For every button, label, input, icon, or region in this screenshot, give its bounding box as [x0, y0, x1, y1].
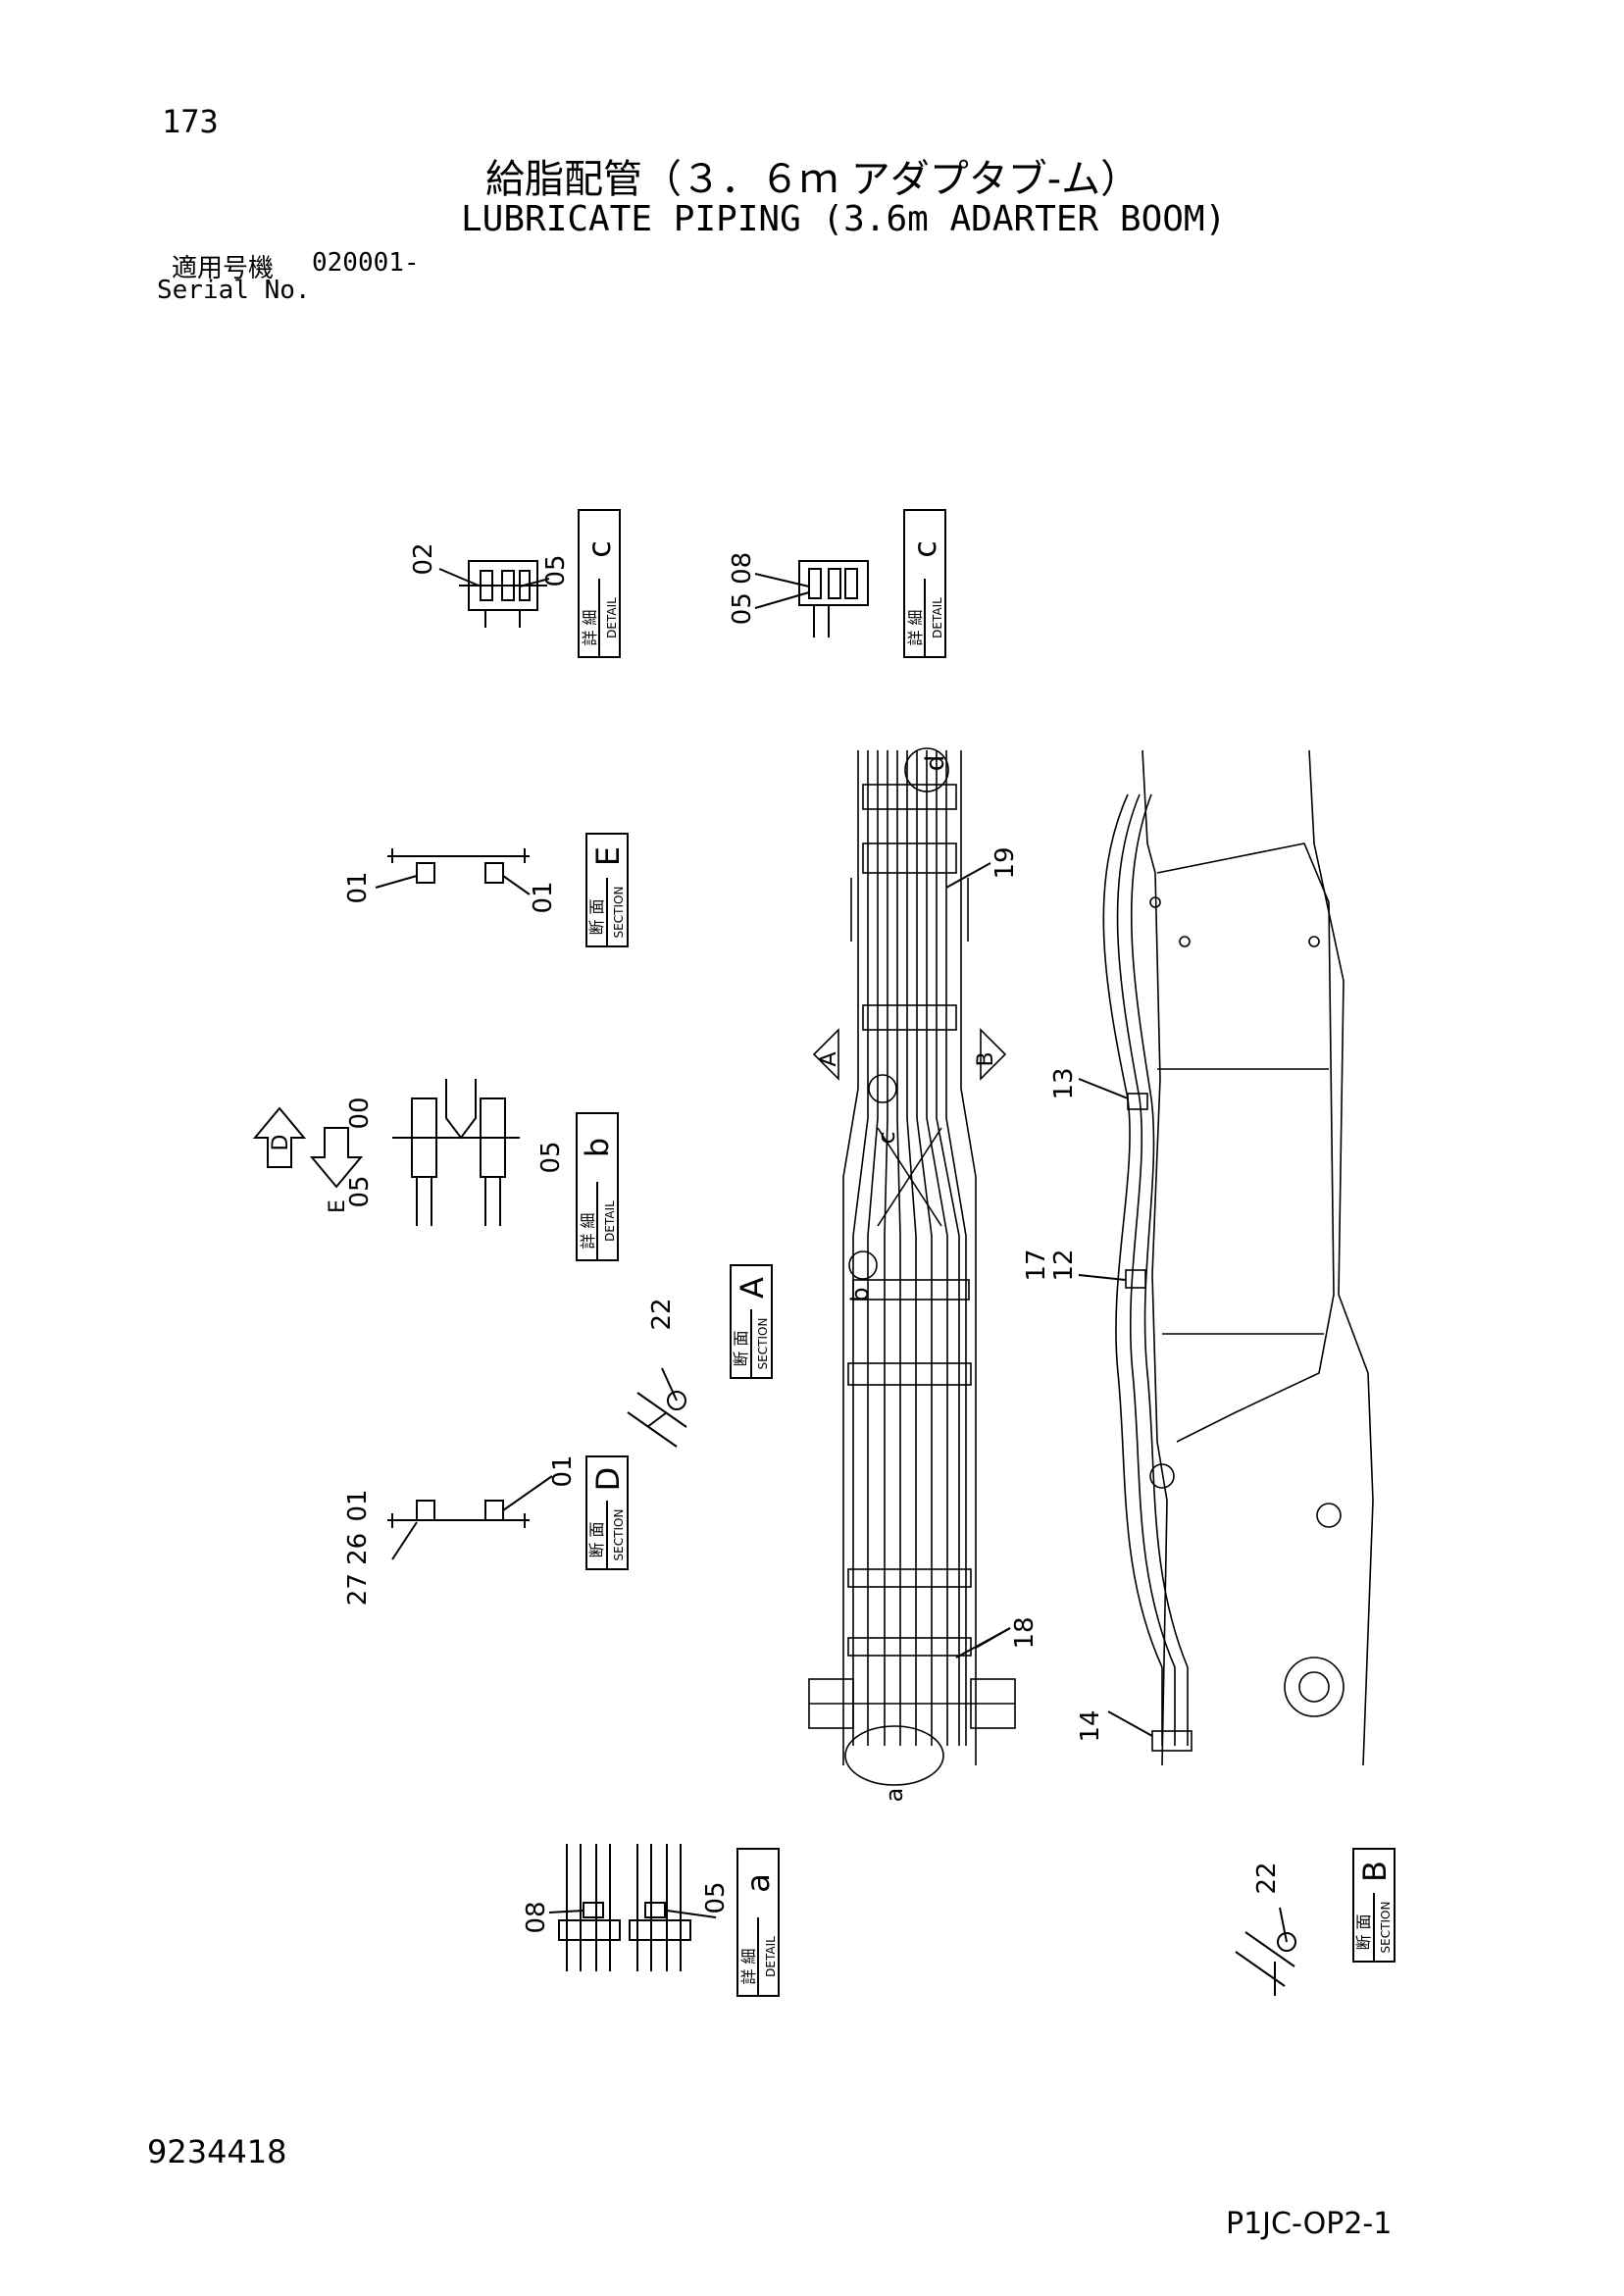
label-en-section-e: SECTION	[612, 887, 626, 939]
detail-callout-b: b	[846, 1287, 874, 1301]
serial-number-value: 020001-	[312, 248, 420, 278]
label-letter-detail-c-left: c	[581, 540, 618, 558]
part-callout-18: 18	[1010, 1616, 1040, 1649]
view-arrow-d-label: D	[269, 1135, 293, 1151]
part-callout-17: 17	[1022, 1249, 1051, 1281]
label-en-section-a: SECTION	[756, 1318, 770, 1370]
part-callout: 22	[1252, 1862, 1282, 1894]
label-jp-detail-c-right: 詳 細	[906, 609, 925, 645]
part-callout: 01	[343, 871, 373, 903]
view-arrow-e	[309, 1127, 364, 1189]
serial-label-japanese: 適用号機	[172, 254, 275, 283]
part-callout: 02	[409, 542, 438, 575]
part-callout: 01	[529, 881, 558, 913]
label-jp-section-b: 断 面	[1354, 1913, 1373, 1950]
part-callout: 08	[522, 1901, 551, 1933]
section-a-drawing	[627, 1367, 687, 1448]
view-arrow-d	[252, 1106, 307, 1168]
label-jp-detail-a: 詳 細	[739, 1948, 758, 1984]
part-callout: 01	[343, 1489, 373, 1521]
label-jp-detail-c-left: 詳 細	[581, 609, 599, 645]
label-en-detail-b: DETAIL	[603, 1200, 617, 1242]
label-box-section-a	[730, 1264, 773, 1379]
label-jp-section-a: 断 面	[732, 1330, 750, 1366]
part-callout: 05 08	[728, 552, 757, 625]
section-d-drawing	[387, 1475, 553, 1560]
document-number: 9234418	[147, 2133, 287, 2170]
page-code: P1JC-OP2-1	[1226, 2207, 1393, 2241]
part-callout-19: 19	[990, 846, 1020, 879]
label-en-section-d: SECTION	[612, 1509, 626, 1561]
label-jp-section-d: 断 面	[587, 1521, 606, 1557]
detail-callout-d: d	[921, 755, 950, 772]
part-callout: 05	[541, 554, 571, 587]
label-en-section-b: SECTION	[1379, 1902, 1393, 1954]
detail-a-drawing	[548, 1844, 717, 1971]
title-japanese: 給脂配管（３．６ｍ アダプタブ-ム）	[485, 157, 1141, 202]
label-box-detail-a	[736, 1848, 780, 1997]
label-jp-section-e: 断 面	[587, 898, 606, 935]
serial-label-english: Serial No.	[157, 276, 311, 305]
detail-c-right-drawing	[754, 560, 869, 638]
label-letter-section-d: D	[589, 1467, 627, 1492]
label-box-detail-b	[576, 1112, 619, 1261]
label-box-detail-c-left	[578, 509, 621, 658]
part-callout: 05	[536, 1141, 566, 1173]
part-callout: 05	[701, 1881, 731, 1913]
part-callout-12: 12	[1049, 1249, 1079, 1281]
boom-side-view	[1102, 749, 1374, 1766]
label-en-detail-a: DETAIL	[764, 1936, 778, 1977]
part-callout: 05	[345, 1175, 375, 1207]
detail-b-drawing	[392, 1079, 520, 1226]
section-b-drawing	[1235, 1907, 1296, 1996]
label-letter-detail-c-right: c	[906, 540, 943, 558]
detail-c-left-drawing	[438, 560, 550, 628]
label-en-detail-c-right: DETAIL	[931, 597, 944, 638]
page-number: 173	[162, 103, 219, 140]
part-callout: 27 26	[343, 1533, 373, 1606]
label-jp-detail-b: 詳 細	[579, 1212, 597, 1249]
boom-top-view	[808, 747, 1016, 1786]
label-box-section-e	[585, 833, 629, 947]
section-e-drawing	[375, 848, 531, 895]
detail-callout-c: c	[873, 1131, 900, 1144]
label-en-detail-c-left: DETAIL	[605, 597, 619, 638]
part-callout: 01	[548, 1454, 578, 1487]
label-box-section-d	[585, 1455, 629, 1570]
label-letter-section-e: E	[589, 846, 627, 866]
label-letter-detail-b: b	[579, 1138, 616, 1157]
label-box-detail-c-right	[903, 509, 946, 658]
view-arrow-e-label: E	[326, 1199, 350, 1213]
part-callout: 22	[647, 1298, 677, 1330]
part-callout: 00	[345, 1097, 375, 1129]
label-letter-section-a: A	[734, 1277, 771, 1299]
view-arrow-b-label: B	[974, 1051, 998, 1066]
label-letter-detail-a: a	[739, 1873, 777, 1893]
label-box-section-b	[1352, 1848, 1396, 1963]
detail-callout-a: a	[881, 1788, 908, 1803]
part-callout-13: 13	[1049, 1067, 1079, 1099]
label-letter-section-b: B	[1356, 1861, 1394, 1882]
part-callout-14: 14	[1076, 1709, 1105, 1742]
title-english: LUBRICATE PIPING (3.6m ADARTER BOOM)	[461, 199, 1227, 239]
view-arrow-a-label: A	[817, 1051, 841, 1066]
